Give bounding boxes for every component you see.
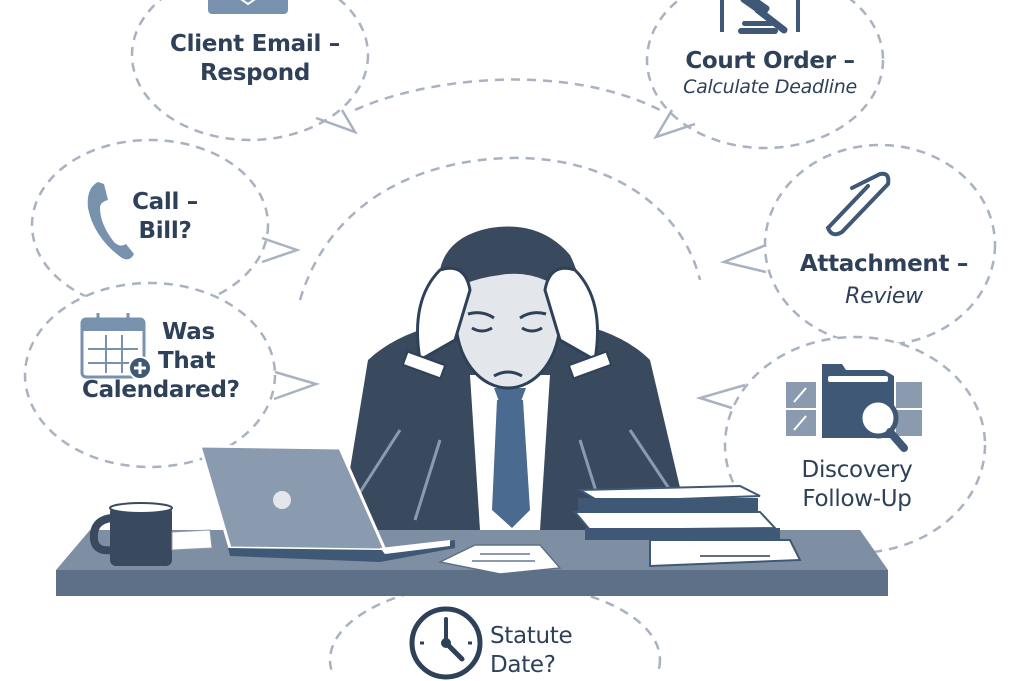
bubble-client-email-text: Client Email – Respond <box>160 30 350 88</box>
envelope-icon <box>208 0 288 14</box>
bubble-title: Court Order – <box>685 48 855 74</box>
bubble-title: Statute <box>490 623 573 649</box>
bubble-subtitle: Respond <box>199 59 310 86</box>
bubble-title-line2: That <box>158 347 216 374</box>
folder-search-icon <box>786 364 922 452</box>
bubble-calendared-text: Was That Calendared? <box>78 318 278 404</box>
central-thought-bubble <box>298 156 702 301</box>
clock-icon <box>409 606 483 680</box>
bubble-court-order-text: Court Order – Calculate Deadline <box>665 47 875 100</box>
phone-icon <box>87 182 134 260</box>
coffee-mug <box>89 502 213 566</box>
bubble-discovery-text: Discovery Follow-Up <box>772 456 942 514</box>
bubble-title: Client Email – <box>170 31 340 57</box>
stressed-lawyer <box>340 226 690 530</box>
calendar-plus-icon <box>80 313 152 380</box>
bubble-subtitle: Review <box>845 283 923 309</box>
bubble-subtitle: Date? <box>490 651 556 678</box>
bubble-call-bill-text: Call – Bill? <box>130 188 200 246</box>
bubble-court-order <box>645 0 885 150</box>
bubble-subtitle: Calculate Deadline <box>683 75 857 98</box>
bubble-title: Attachment – <box>799 251 969 277</box>
gavel-icon <box>720 0 800 34</box>
laptop <box>197 444 455 562</box>
bubble-client-email <box>130 0 370 142</box>
paperclip-icon <box>825 171 891 237</box>
bubble-attachment-text: Attachment – Review <box>784 250 984 310</box>
bubble-title: Call – <box>132 189 198 215</box>
bubble-subtitle: Bill? <box>138 217 192 244</box>
file-stack <box>572 484 802 568</box>
bubble-title: Discovery <box>801 457 913 483</box>
bubble-statute-text: Statute Date? <box>490 622 600 680</box>
bubble-subtitle: Follow-Up <box>802 485 912 512</box>
bubble-subtitle: Calendared? <box>82 376 240 403</box>
loose-papers <box>437 544 562 575</box>
bubble-title: Was <box>162 319 215 345</box>
